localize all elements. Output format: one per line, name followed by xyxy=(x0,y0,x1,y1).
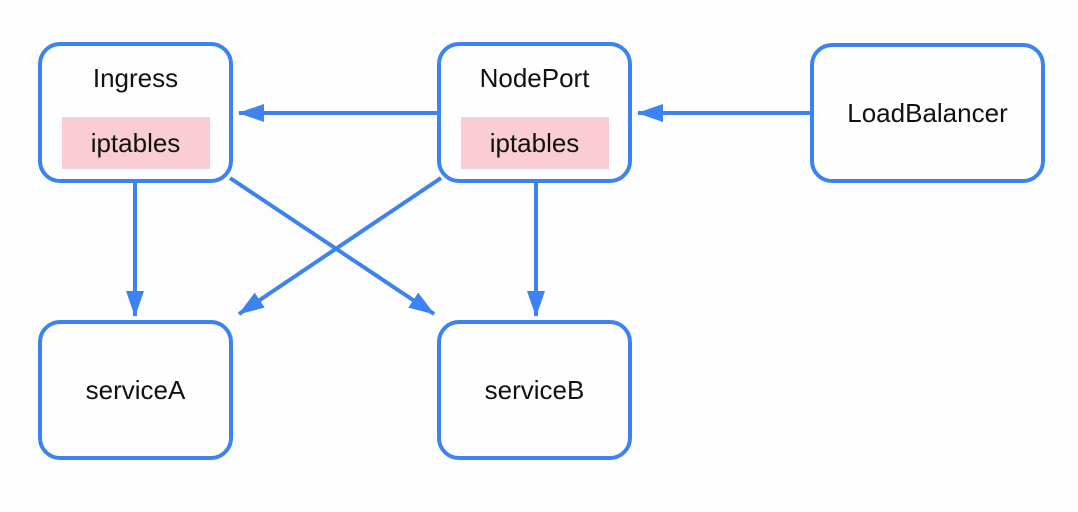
node-loadbalancer-label: LoadBalancer xyxy=(847,98,1008,128)
node-ingress-label: Ingress xyxy=(92,63,179,93)
node-nodeport: NodePort iptables xyxy=(437,42,632,183)
node-ingress: Ingress iptables xyxy=(38,42,233,183)
node-loadbalancer: LoadBalancer xyxy=(810,43,1045,183)
node-nodeport-label: NodePort xyxy=(479,63,590,93)
node-ingress-iptables-badge: iptables xyxy=(61,117,210,169)
edge-ingress-to-serviceb xyxy=(228,176,436,316)
node-serviceb: serviceB xyxy=(437,320,632,460)
node-servicea-label: serviceA xyxy=(85,375,186,405)
edge-nodeport-to-servicea xyxy=(237,176,443,316)
node-nodeport-iptables-badge: iptables xyxy=(460,117,609,169)
node-servicea: serviceA xyxy=(38,320,233,460)
node-serviceb-label: serviceB xyxy=(484,375,585,405)
